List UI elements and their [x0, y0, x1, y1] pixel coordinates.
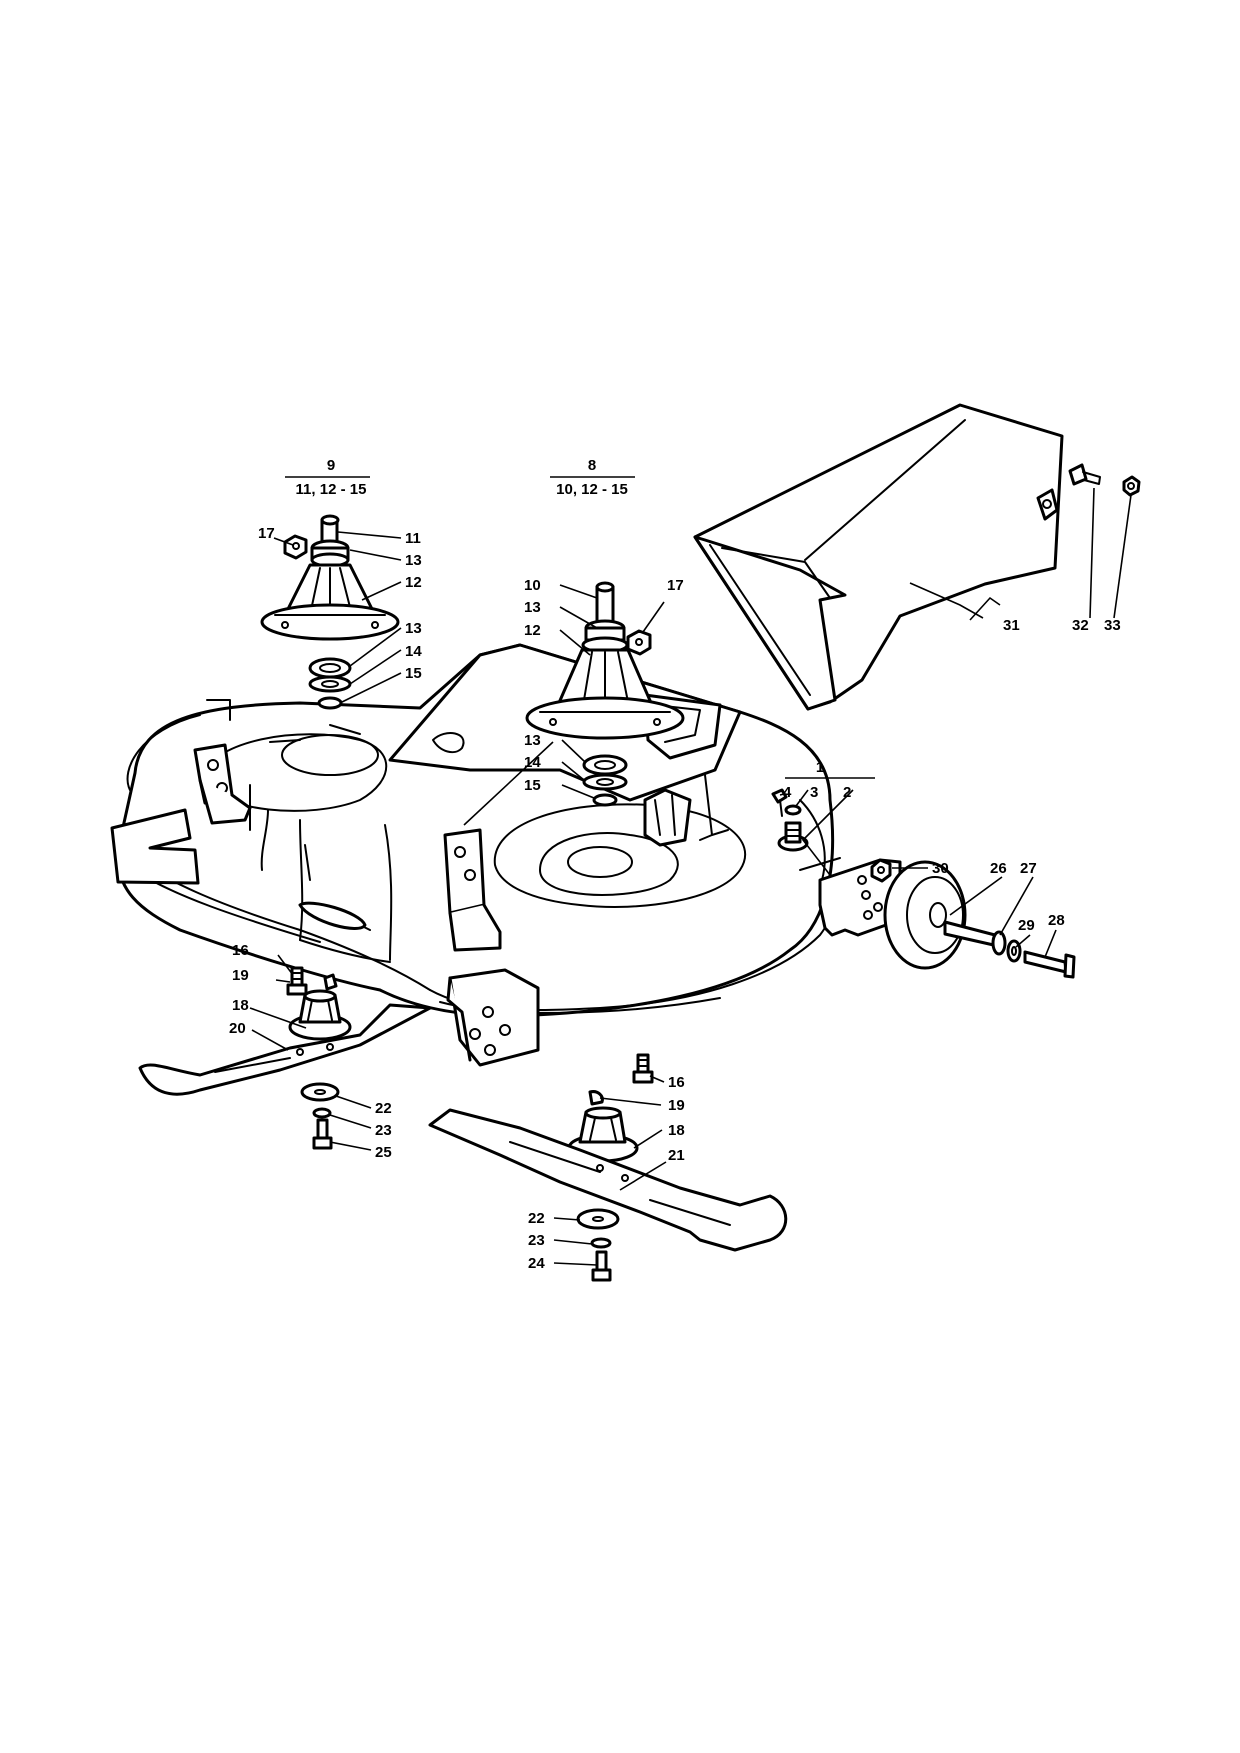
- left-key-19: [323, 973, 338, 991]
- callout-4: 4: [783, 784, 792, 801]
- right-bolt-24: [591, 1250, 612, 1282]
- callout-22-left: 22: [375, 1100, 392, 1117]
- left-blade-20: [138, 1003, 432, 1096]
- group-label-deck-hardware: 1: [785, 759, 875, 779]
- left-bolt-16: [286, 966, 308, 996]
- chute-nut-33: [1122, 475, 1141, 497]
- group-subtitle-8: 10, 12 - 15: [556, 481, 628, 498]
- right-bolt-16: [632, 1053, 654, 1084]
- left-nut-17: [283, 534, 308, 560]
- callout-24: 24: [528, 1255, 545, 1272]
- left-bushing-15: [317, 696, 343, 710]
- callout-32: 32: [1072, 617, 1089, 634]
- callout-15-center: 15: [524, 777, 541, 794]
- callout-20: 20: [229, 1020, 246, 1037]
- callout-26: 26: [990, 860, 1007, 877]
- callout-30: 30: [932, 860, 949, 877]
- callout-19-left: 19: [232, 967, 249, 984]
- callout-13-center-upper: 13: [524, 599, 541, 616]
- callout-33: 33: [1104, 617, 1121, 634]
- group-subtitle-9: 11, 12 - 15: [296, 481, 367, 498]
- left-lockwasher-23: [312, 1107, 332, 1119]
- callout-13-left-upper: 13: [405, 552, 422, 569]
- left-bearing-13: [308, 657, 352, 679]
- front-center-bracket: [446, 968, 540, 1067]
- left-bolt-25: [312, 1118, 333, 1150]
- callout-21: 21: [668, 1147, 685, 1164]
- callout-13-left-lower: 13: [405, 620, 422, 637]
- group-title-9: 9: [327, 457, 335, 474]
- callout-23-left: 23: [375, 1122, 392, 1139]
- center-rear-bracket: [443, 828, 502, 952]
- right-key-19: [588, 1090, 604, 1106]
- callout-28: 28: [1048, 912, 1065, 929]
- callout-22-right: 22: [528, 1210, 545, 1227]
- left-spindle-assembly: [260, 514, 400, 641]
- callout-13-center-lower: 13: [524, 732, 541, 749]
- center-spindle-assembly: [525, 581, 685, 740]
- callout-3: 3: [810, 784, 818, 801]
- callout-17-center: 17: [667, 577, 684, 594]
- screw-4: [771, 788, 788, 817]
- callout-16-right: 16: [668, 1074, 685, 1091]
- callout-17-left: 17: [258, 525, 275, 542]
- callout-31: 31: [1003, 617, 1020, 634]
- left-front-rail: [110, 808, 200, 885]
- callout-14-left: 14: [405, 643, 422, 660]
- left-rear-bracket: [193, 699, 252, 825]
- center-bushing-15: [592, 793, 618, 807]
- callout-18-left: 18: [232, 997, 249, 1014]
- group-label-left-spindle: 9 11, 12 - 15: [285, 457, 370, 498]
- callout-27: 27: [1020, 860, 1037, 877]
- callout-18-right: 18: [668, 1122, 685, 1139]
- callout-14-center: 14: [524, 754, 541, 771]
- left-washer-14: [308, 675, 352, 693]
- discharge-chute: [693, 403, 1064, 711]
- callout-25: 25: [375, 1144, 392, 1161]
- callout-10: 10: [524, 577, 541, 594]
- right-blade-21: [428, 1108, 788, 1252]
- callout-23-right: 23: [528, 1232, 545, 1249]
- gauge-wheel: [883, 860, 967, 970]
- callout-2: 2: [843, 784, 851, 801]
- callout-numbers: 17 11 13 12 13 14 15 10 13 12 17 13 14 1…: [229, 525, 1121, 1272]
- group-title-1: 1: [816, 759, 824, 776]
- group-title-8: 8: [588, 457, 596, 474]
- callout-29: 29: [1018, 917, 1035, 934]
- center-nut-17: [626, 629, 652, 656]
- callout-16-left: 16: [232, 942, 249, 959]
- group-label-center-spindle: 8 10, 12 - 15: [550, 457, 635, 498]
- callout-15-left: 15: [405, 665, 422, 682]
- callout-12-center: 12: [524, 622, 541, 639]
- right-lockwasher-23: [590, 1237, 612, 1249]
- chute-bolt-32: [1068, 463, 1101, 486]
- belt-guide-bracket: [643, 774, 729, 847]
- callout-11: 11: [405, 530, 421, 547]
- wheel-nut-30: [870, 858, 892, 883]
- left-washer-22: [300, 1082, 340, 1102]
- center-bearing-13: [582, 754, 628, 776]
- left-blade-adapter-18: [288, 989, 352, 1041]
- adjuster-2: [777, 821, 809, 852]
- callout-12-left: 12: [405, 574, 422, 591]
- wheel-bolt: [1023, 950, 1076, 979]
- right-washer-22: [576, 1208, 620, 1230]
- leader-lines: [249, 487, 1132, 1266]
- mower-deck-housing: [116, 643, 836, 1018]
- wheel-axle: [943, 920, 1007, 956]
- wheel-washer: [1006, 939, 1022, 963]
- washer-3: [784, 804, 802, 816]
- center-washer-14: [582, 773, 628, 791]
- callout-19-right: 19: [668, 1097, 685, 1114]
